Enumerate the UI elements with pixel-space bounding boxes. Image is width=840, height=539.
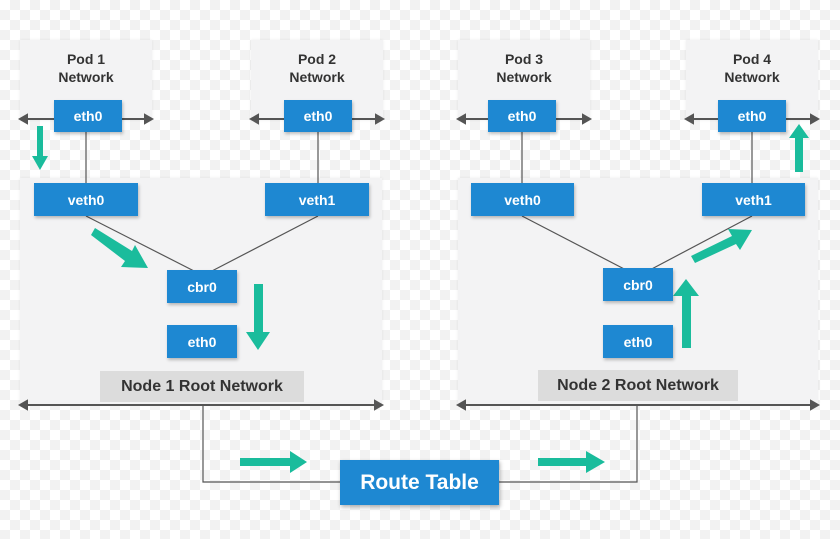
- node-2-cbr0: cbr0: [603, 268, 673, 301]
- node-1-eth0: eth0: [167, 325, 237, 358]
- node-1-label: Node 1 Root Network: [100, 371, 304, 402]
- arrow-cbr0-to-veth1: [691, 229, 752, 263]
- pod-1-eth0: eth0: [54, 100, 122, 132]
- route-table: Route Table: [340, 460, 499, 505]
- arrow-veth0-to-cbr0: [91, 228, 148, 268]
- arrow-eth0-to-cbr0: [673, 279, 699, 348]
- arrow-pod4-up: [789, 124, 809, 172]
- arrow-cbr0-to-eth0: [246, 284, 270, 350]
- node-1-cbr0: cbr0: [167, 270, 237, 303]
- pod-3-title: Pod 3 Network: [496, 51, 552, 85]
- connector-lines: [85, 132, 753, 483]
- node-2-label: Node 2 Root Network: [538, 370, 738, 401]
- node-2-veth1: veth1: [702, 183, 805, 216]
- node-2-eth0: eth0: [603, 325, 673, 358]
- pod-4-eth0: eth0: [718, 100, 786, 132]
- node-1-veth0: veth0: [34, 183, 138, 216]
- arrow-to-route-table: [240, 451, 307, 473]
- node-2-veth0: veth0: [471, 183, 574, 216]
- pod-1-title: Pod 1 Network: [58, 51, 114, 85]
- node-1-veth1: veth1: [265, 183, 369, 216]
- pod-4-title: Pod 4 Network: [724, 51, 780, 85]
- pod-3-eth0: eth0: [488, 100, 556, 132]
- flow-arrows: [32, 124, 809, 473]
- arrow-from-route-table: [538, 451, 605, 473]
- arrow-pod1-down: [32, 126, 48, 170]
- pod-2-title: Pod 2 Network: [289, 51, 345, 85]
- pod-2-eth0: eth0: [284, 100, 352, 132]
